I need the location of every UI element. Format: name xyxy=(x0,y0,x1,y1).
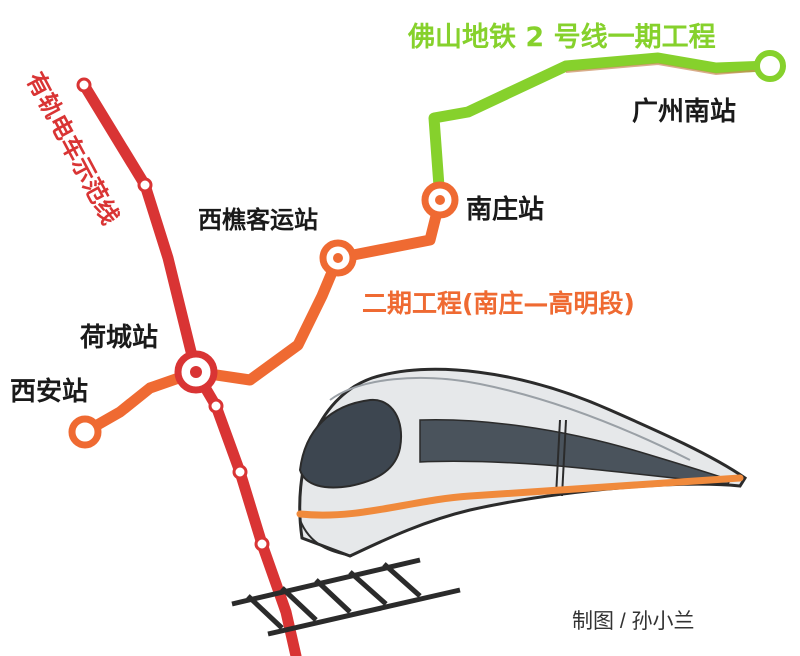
guangzhou-south-label: 广州南站 xyxy=(632,97,736,127)
hecheng-interchange-inner xyxy=(190,366,202,378)
train-roof xyxy=(329,376,691,461)
train-stripe xyxy=(296,474,744,519)
green-line-label: 佛山地铁 2 号线一期工程 xyxy=(407,22,716,53)
train-windshield xyxy=(298,398,403,489)
xian-label: 西安站 xyxy=(10,377,88,407)
orange-line-path xyxy=(79,194,446,438)
train-door xyxy=(561,419,567,497)
train-nose xyxy=(299,519,353,557)
train-windows xyxy=(419,419,732,485)
red-station-marker xyxy=(208,398,224,414)
train-illustration xyxy=(231,367,748,637)
red-station-marker xyxy=(232,464,248,480)
railway-track-icon xyxy=(231,557,461,637)
green-line-path xyxy=(428,52,776,206)
red-station-marker xyxy=(254,536,270,552)
nanzhuang-station-inner xyxy=(435,195,445,205)
red-station-marker xyxy=(137,177,153,193)
red-station-marker xyxy=(76,77,92,93)
credit-text: 制图 / 孙小兰 xyxy=(572,610,695,633)
xiqiao-station-inner xyxy=(333,253,343,263)
green-line-shade xyxy=(565,62,766,76)
nanzhuang-label: 南庄站 xyxy=(466,194,544,225)
xian-station-marker xyxy=(68,415,102,449)
train-door xyxy=(555,419,561,497)
hecheng-label: 荷城站 xyxy=(80,323,158,353)
orange-line-label: 二期工程(南庄—高明段) xyxy=(362,289,635,318)
red-line-label: 有轨电车示范线 xyxy=(21,68,125,229)
xiqiao-label: 西樵客运站 xyxy=(198,206,318,234)
guangzhou-south-station-marker xyxy=(754,50,786,82)
